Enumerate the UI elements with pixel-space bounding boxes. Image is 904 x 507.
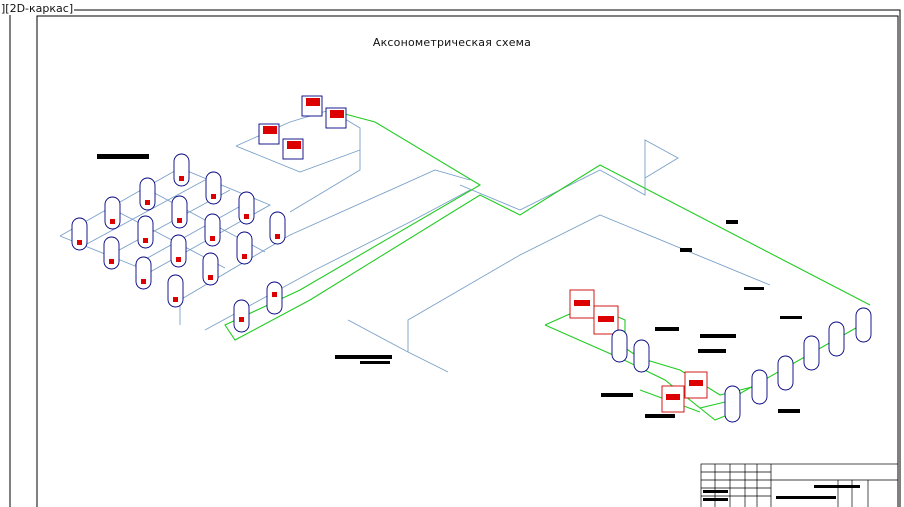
heater-unit [569,289,595,319]
collector [751,369,768,405]
viewport-label[interactable]: ][2D-каркас] [0,2,75,15]
collector [611,329,628,363]
return-pipe [179,169,471,325]
collector [167,274,184,308]
collector [202,252,219,286]
return-pipe [347,319,449,373]
collector [205,171,222,205]
return-pipe [407,214,771,352]
tank-unit [325,107,347,129]
sheet-outer-frame [9,9,901,507]
collector [233,299,250,333]
right-collectors [611,307,872,423]
collector [135,256,152,290]
collector [103,236,120,270]
collector [71,217,88,251]
title-block [700,463,899,507]
heater-unit [593,305,619,335]
collector [828,321,845,357]
collector [104,196,121,230]
collector-field [71,153,286,333]
tank-units [258,95,347,160]
collector [204,213,221,247]
collector [236,231,253,265]
collector [269,211,286,245]
tank-unit [282,138,304,160]
supply-pipe [544,324,726,409]
collector [633,339,650,373]
heater-units [569,289,708,413]
collector [266,281,283,315]
label-blocks [97,154,802,418]
supply-pipe [724,319,871,403]
sheet-inner-frame [36,15,899,507]
return-pipe [459,139,679,211]
collector [170,234,187,268]
collector [803,335,820,371]
supply-pipe [544,304,761,396]
collector [724,385,741,423]
collector [171,195,188,229]
return-pipe [204,189,471,331]
collector [173,153,190,187]
collector [238,191,255,225]
collector [777,355,794,391]
return-pipe [235,145,361,173]
heater-unit [684,371,708,399]
collector [139,177,156,211]
tank-unit [258,123,280,145]
collector-markers [77,176,280,322]
title-block-fill [703,485,860,501]
supply-pipe-network [224,109,871,421]
supply-pipe [224,109,871,341]
collector [855,307,872,343]
return-pipe-network [59,109,771,373]
heater-unit [661,385,685,413]
collector [137,215,154,249]
drawing-title: Аксонометрическая схема [372,36,532,49]
return-pipe [84,179,206,246]
tank-unit [301,95,323,117]
return-pipe [134,197,256,266]
